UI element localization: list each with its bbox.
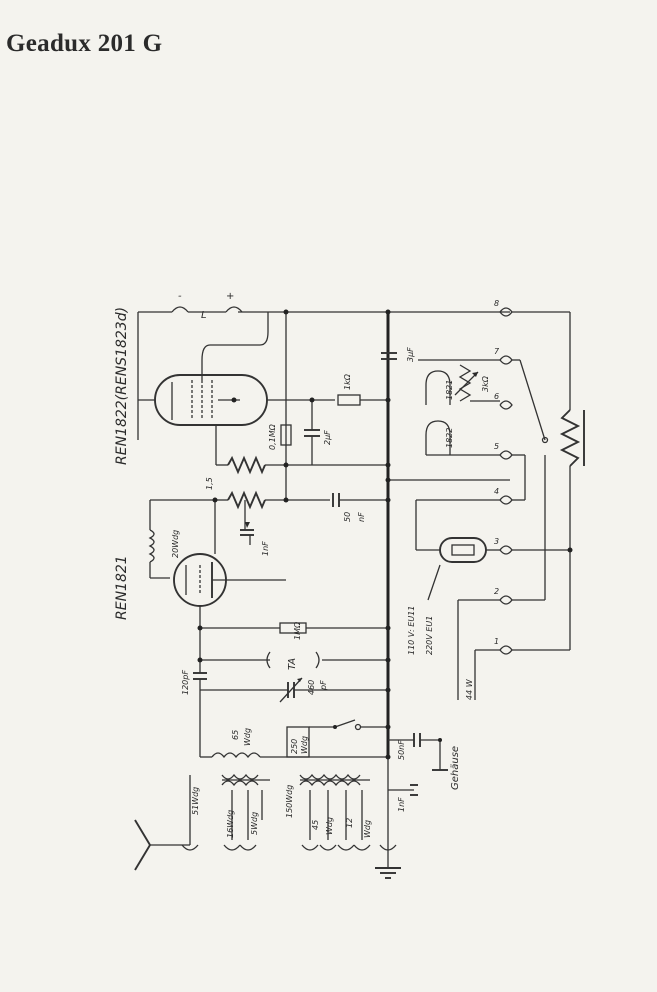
resistor-0-1m: [280, 424, 292, 446]
ground-symbol: [375, 845, 401, 879]
capacitor-2uf: [304, 400, 320, 465]
detector-tube: [173, 500, 286, 628]
terminal-5: 5: [494, 442, 499, 451]
heater-1821-label: 1821: [445, 380, 454, 400]
lamp-220v-label: 220V EU1: [425, 616, 434, 655]
capacitor-1nf-lower-label: 1nF: [397, 797, 406, 812]
top-rail: [137, 311, 510, 440]
terminal-7: 7: [494, 347, 500, 356]
capacitor-120pf-label: 120pF: [181, 670, 190, 695]
output-wiring: [201, 312, 388, 500]
capacitor-460pf-unit: pF: [319, 680, 328, 691]
terminal-8: 8: [494, 299, 499, 308]
coil-45wdg-num: 45: [311, 820, 320, 830]
coil-20wdg-label: 20Wdg: [171, 530, 180, 558]
capacitor-3uf-label: 3μF: [406, 347, 415, 362]
terminal-1: 1: [494, 637, 499, 646]
terminal-6: 6: [494, 392, 499, 401]
resistor-1k-label: 1kΩ: [343, 373, 352, 390]
coil-51wdg-label: 51Wdg: [191, 787, 200, 815]
power-terminals: [499, 307, 513, 655]
capacitor-50nf-upper-value: 50: [343, 512, 352, 522]
mains-input: [457, 599, 500, 700]
coil-20wdg: [148, 499, 215, 579]
capacitor-1nf-grid-label: 1nF: [261, 541, 270, 556]
coil-65wdg: [200, 752, 388, 759]
power-rating-label: 44 W: [465, 678, 474, 700]
capacitor-460pf-variable: [200, 677, 388, 703]
heater-section: [388, 359, 510, 481]
page-title: Geadux 201 G: [6, 30, 163, 57]
coil-5wdg-label: 5Wdg: [250, 812, 259, 835]
resistor-0-1m-label: 0,1MΩ: [268, 423, 277, 450]
capacitor-460pf-value: 460: [307, 680, 316, 695]
coil-150wdg-label: 150Wdg: [285, 785, 294, 818]
tap-1-5-label: 1,5: [205, 477, 214, 490]
junction-dots: [197, 309, 442, 760]
antenna-jacks: [181, 844, 397, 851]
coil-65wdg-unit: Wdg: [243, 728, 252, 746]
audio-tube-label: REN1822(RENS1823d): [114, 307, 130, 465]
grid-resistor-lower: [227, 490, 266, 510]
terminal-l: L: [201, 310, 207, 321]
coil-12-label: 12: [345, 818, 354, 828]
speaker-jacks: [171, 306, 243, 313]
terminal-4: 4: [494, 487, 499, 496]
coil-250wdg-unit: Wdg: [300, 736, 309, 754]
coil-250wdg: [286, 719, 388, 758]
ta-label: TA: [287, 658, 298, 670]
resistor-1m-label: 1MΩ: [293, 621, 302, 640]
capacitor-50nf-lower: [388, 733, 448, 771]
terminal-3: 3: [494, 537, 499, 546]
lamp-110v-label: 110 V: EU11: [407, 606, 416, 655]
capacitor-120pf: [193, 628, 207, 757]
coil-6wdg-label: Wdg: [363, 820, 372, 838]
terminal-plus: +: [226, 291, 234, 302]
chassis-label: Gehäuse: [450, 746, 461, 790]
resistor-3k-label: 3kΩ: [481, 375, 490, 392]
capacitor-50nf-upper-unit: nF: [357, 512, 366, 522]
coil-65wdg-num: 65: [231, 730, 240, 740]
mains-resistor: [512, 311, 585, 651]
coil-45wdg-unit: Wdg: [325, 817, 334, 835]
capacitor-50nf-lower-label: 50nF: [397, 740, 406, 760]
heater-1822-label: 1822: [445, 428, 454, 448]
capacitor-1nf-grid: [240, 500, 254, 545]
grid-resistor-top: [227, 455, 266, 475]
capacitor-3uf: [381, 352, 397, 360]
coil-250wdg-num: 250: [290, 739, 299, 754]
capacitor-50nf-upper: [332, 493, 388, 507]
antenna-coil-block: [189, 757, 418, 845]
ta-jacks: [200, 651, 388, 669]
pilot-lamp: [415, 499, 500, 601]
resistor-1m: [200, 622, 388, 634]
capacitor-2uf-label: 2μF: [323, 430, 332, 445]
audio-tube: [138, 374, 388, 426]
resistor-1k: [337, 394, 361, 406]
coil-16wdg-label: 16Wdg: [226, 810, 235, 838]
detector-tube-label: REN1821: [114, 555, 130, 620]
antenna-symbol: [134, 819, 190, 871]
terminal-2: 2: [494, 587, 499, 596]
terminal-minus: -: [178, 291, 182, 302]
